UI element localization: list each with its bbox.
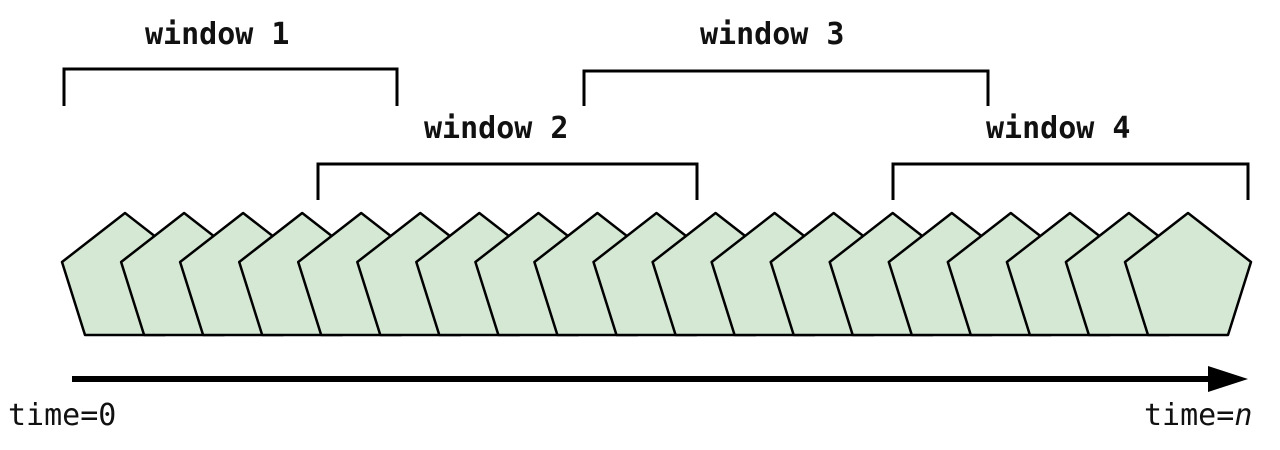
window-3-label: window 3	[700, 17, 845, 52]
window-1-label: window 1	[145, 17, 290, 52]
window-1-bracket	[62, 67, 399, 106]
window-4-bracket	[891, 162, 1250, 200]
window-2-label: window 2	[424, 111, 569, 146]
window-3-bracket	[582, 69, 990, 106]
event-pentagon	[1123, 211, 1253, 337]
window-2-bracket	[316, 162, 699, 200]
window-4-label: window 4	[986, 111, 1131, 146]
time-arrow-head	[1208, 366, 1248, 392]
event-stream	[60, 211, 1253, 337]
time-end-variable: n	[1234, 398, 1253, 433]
time-end-label: time=n	[1144, 401, 1252, 431]
time-start-label: time=0	[8, 398, 117, 433]
time-end-prefix: time=	[1144, 398, 1235, 433]
